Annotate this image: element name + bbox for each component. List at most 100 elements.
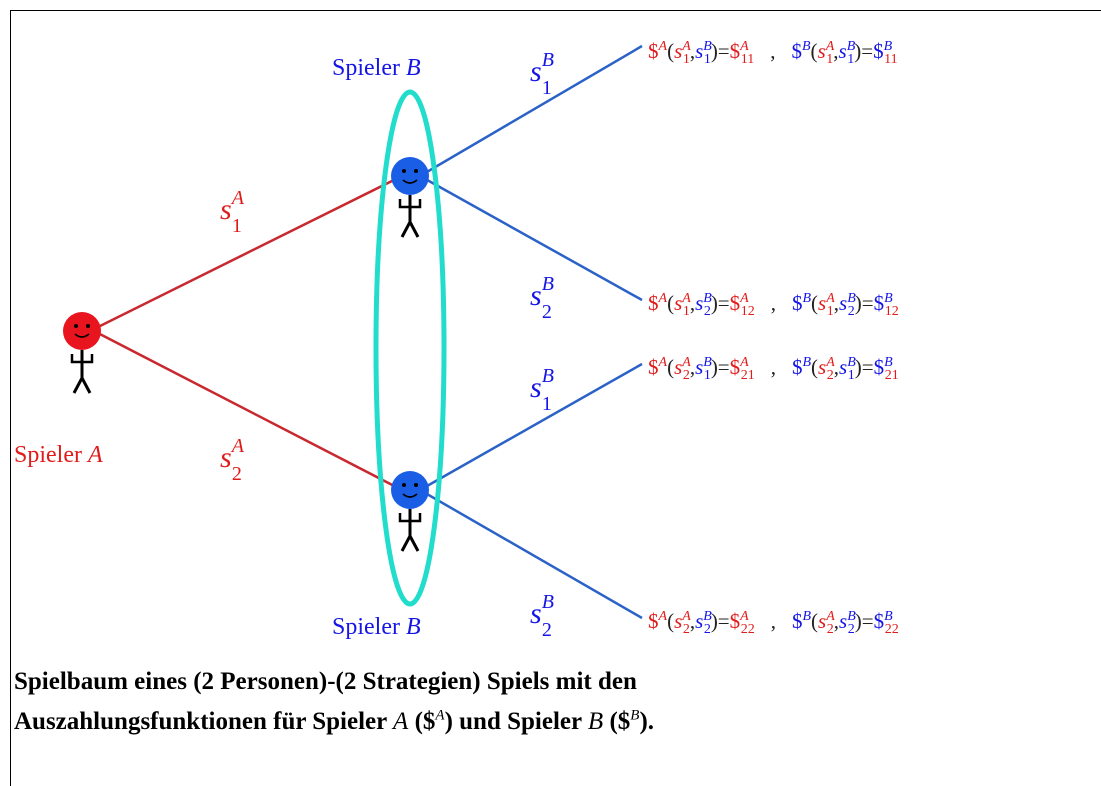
caption-sup-b: B: [630, 707, 640, 724]
payoff-row: $A(sA1,sB1)=$A11,$B(sA1,sB1)=$B11: [648, 40, 898, 67]
payoff-player-sup: B: [802, 291, 812, 306]
payoff-strategy-sup: B: [847, 609, 856, 624]
payoff-strategy-sup: B: [703, 291, 712, 306]
comma: ,: [833, 355, 840, 379]
dollar-sign: $: [873, 291, 885, 315]
payoff-strategy-sub: 2: [847, 304, 855, 320]
dollar-sign: $: [648, 291, 659, 315]
payoff-strategy: s: [674, 355, 683, 379]
strategy-symbol: s: [220, 193, 232, 226]
payoff-strategy: s: [838, 39, 847, 63]
branch-a1: [91, 174, 403, 332]
payoff-value-sub: 22: [884, 622, 899, 638]
payoff-strategy-sub: 2: [682, 622, 690, 638]
payoff-value-sub: 12: [884, 304, 899, 320]
dollar-sign: $: [873, 355, 885, 379]
payoff-strategy-sup: B: [703, 39, 712, 54]
payoff-value-sup: B: [884, 355, 893, 370]
separator: ,: [770, 609, 776, 633]
payoff-strategy-sub: 2: [826, 368, 834, 384]
strategy-sub: 1: [541, 393, 552, 415]
payoff-strategy-sup: A: [826, 291, 835, 306]
payoff-strategy-sub: 1: [703, 52, 711, 68]
payoff-strategy-sub: 1: [847, 52, 855, 68]
figure-caption: Spielbaum eines (2 Personen)-(2 Strategi…: [14, 662, 1074, 742]
payoff-value-sub: 11: [884, 52, 898, 68]
payoff-strategy: s: [695, 355, 704, 379]
caption-symbol-b: B: [587, 708, 604, 735]
strategy-sup: A: [231, 435, 244, 457]
paren-open: (: [667, 39, 675, 63]
dollar-sign: $: [729, 355, 741, 379]
strategy-sub: 1: [541, 77, 552, 99]
player-symbol: B: [405, 55, 421, 81]
player-a-node-icon: [63, 312, 101, 394]
payoff-strategy-sup: B: [703, 355, 712, 370]
payoff-value-sup: B: [884, 609, 893, 624]
payoff-value-sup: B: [883, 39, 893, 54]
separator: ,: [770, 39, 776, 63]
paren-open: (: [667, 609, 675, 633]
payoff-player-sup: A: [658, 609, 668, 624]
strategy-label-a2: sA2: [220, 436, 244, 484]
payoff-strategy: s: [818, 291, 827, 315]
paren-close-equals: )=: [854, 355, 874, 379]
strategy-sub: 2: [541, 619, 552, 641]
payoff-strategy: s: [695, 39, 704, 63]
comma: ,: [689, 291, 696, 315]
payoff-value-sub: 22: [740, 622, 755, 638]
figure-frame: [10, 10, 1101, 786]
player-symbol: A: [87, 442, 103, 468]
dollar-sign: $: [873, 609, 885, 633]
branch-b-lower-2: [419, 488, 643, 620]
strategy-sup: B: [541, 273, 554, 295]
payoff-strategy-sub: 2: [682, 368, 690, 384]
payoff-strategy-sup: A: [682, 291, 691, 306]
comma: ,: [833, 291, 840, 315]
payoff-value-sup: A: [740, 609, 749, 624]
caption-text: ($: [408, 708, 436, 735]
caption-sup-a: A: [435, 707, 445, 724]
paren-open: (: [667, 355, 675, 379]
payoff-player-sup: A: [658, 291, 668, 306]
payoff-strategy-sup: A: [682, 609, 691, 624]
strategy-symbol: s: [530, 371, 542, 404]
payoff-row: $A(sA2,sB2)=$A22,$B(sA2,sB2)=$B22: [648, 610, 899, 637]
player-b-node-lower-icon: [391, 471, 429, 552]
branch-a2: [91, 328, 403, 492]
payoff-value-sup: A: [740, 355, 749, 370]
paren-open: (: [811, 355, 819, 379]
information-set-ellipse: [373, 89, 447, 607]
branch-b-lower-1: [419, 362, 643, 492]
payoff-strategy-sup: A: [682, 39, 691, 54]
dollar-sign: $: [791, 39, 802, 63]
payoff-value-sub: 21: [884, 368, 899, 384]
payoff-strategy: s: [674, 39, 683, 63]
payoff-strategy-sup: A: [826, 609, 835, 624]
payoff-value-sub: 11: [740, 52, 755, 68]
strategy-symbol: s: [530, 55, 542, 88]
strategy-sub: 2: [541, 301, 552, 323]
strategy-symbol: s: [220, 441, 232, 474]
caption-line-1: Spielbaum eines (2 Personen)-(2 Strategi…: [14, 668, 637, 695]
payoff-strategy-sub: 1: [703, 368, 711, 384]
caption-symbol-a: A: [393, 708, 409, 735]
strategy-sup: A: [231, 187, 244, 209]
payoff-strategy-sub: 1: [682, 52, 690, 68]
separator: ,: [770, 291, 776, 315]
strategy-sup: B: [541, 591, 554, 613]
payoff-strategy: s: [695, 291, 704, 315]
paren-open: (: [667, 291, 675, 315]
player-b-label-top: Spieler B: [332, 56, 421, 80]
strategy-label-b1-upper: sB1: [530, 50, 554, 98]
separator: ,: [770, 355, 776, 379]
strategy-symbol: s: [530, 279, 542, 312]
payoff-value-sub: 21: [740, 368, 755, 384]
paren-open: (: [811, 291, 819, 315]
payoff-strategy-sup: B: [847, 355, 856, 370]
paren-open: (: [811, 609, 819, 633]
paren-close-equals: )=: [854, 39, 874, 63]
strategy-label-b2-upper: sB 2: [530, 274, 554, 322]
payoff-strategy-sub: 2: [826, 622, 834, 638]
